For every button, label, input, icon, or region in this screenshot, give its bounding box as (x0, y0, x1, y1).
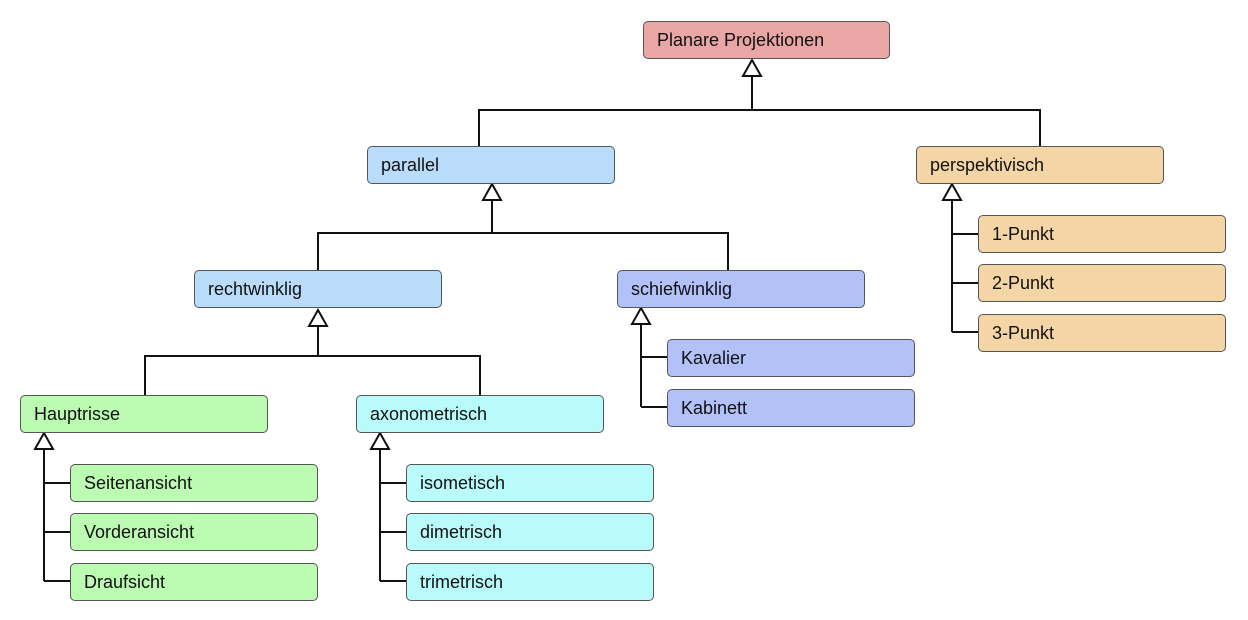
edge-axonometrisch-rechtwinklig (318, 355, 481, 395)
node-axonometrisch: axonometrisch (356, 395, 604, 433)
node-3-punkt: 3-Punkt (978, 314, 1226, 352)
node-rechtwinklig: rechtwinklig (194, 270, 442, 308)
node-isometisch: isometisch (406, 464, 654, 502)
node-dimetrisch: dimetrisch (406, 513, 654, 551)
node-seitenansicht: Seitenansicht (70, 464, 318, 502)
arrowhead-perspektivisch (941, 181, 963, 201)
arrowhead-hauptrisse (33, 430, 55, 450)
node-kavalier: Kavalier (667, 339, 915, 377)
node-kabinett: Kabinett (667, 389, 915, 427)
edge-axonometrisch-children (379, 447, 406, 582)
node-2-punkt: 2-Punkt (978, 264, 1226, 302)
node-vorderansicht: Vorderansicht (70, 513, 318, 551)
arrowhead-schiefwinklig (630, 305, 652, 325)
edge-hauptrisse-rechtwinklig (144, 326, 319, 395)
edge-schiefwinklig-children (640, 322, 667, 408)
node-parallel: parallel (367, 146, 615, 184)
node-trimetrisch: trimetrisch (406, 563, 654, 601)
node-schiefwinklig: schiefwinklig (617, 270, 865, 308)
node-draufsicht: Draufsicht (70, 563, 318, 601)
node-perspektivisch: perspektivisch (916, 146, 1164, 184)
arrowhead-axonometrisch (369, 430, 391, 450)
node-hauptrisse: Hauptrisse (20, 395, 268, 433)
edge-parallel-root (478, 76, 753, 146)
node-1-punkt: 1-Punkt (978, 215, 1226, 253)
edge-schiefwinklig-parallel (492, 232, 729, 270)
edge-hauptrisse-children (43, 447, 70, 582)
arrowhead-parallel (481, 181, 503, 201)
node-planare-projektionen: Planare Projektionen (643, 21, 890, 59)
arrowhead-root (741, 57, 763, 77)
edge-perspektivisch-children (951, 198, 978, 333)
edge-rechtwinklig-parallel (317, 200, 493, 270)
arrowhead-rechtwinklig (307, 307, 329, 327)
edge-perspektivisch-root (752, 109, 1041, 146)
